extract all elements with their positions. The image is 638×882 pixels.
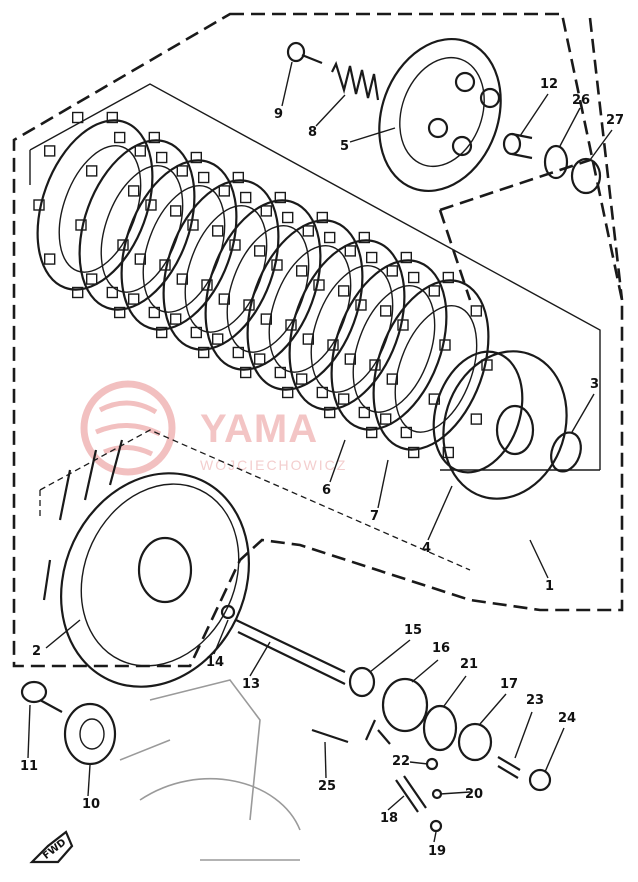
part-label-5: 5 [340,139,349,154]
leader-line [519,93,549,137]
drive-gear-bolt [20,680,63,713]
part-label-24: 24 [558,711,576,726]
part-label-4: 4 [422,541,431,556]
part-label-9: 9 [274,107,283,122]
part-label-21: 21 [460,657,478,672]
leader-line [27,704,31,759]
leader-line [377,459,389,509]
leader-line [433,831,437,843]
part-label-18: 18 [380,811,398,826]
part-label-12: 12 [540,77,558,92]
push-rod-and-washers [502,132,602,195]
leader-line [369,639,411,673]
leader-line [559,107,581,147]
leader-line [514,711,533,759]
part-label-1: 1 [545,579,554,594]
part-label-13: 13 [242,677,260,692]
clutch-plate [369,271,493,459]
part-label-11: 11 [20,759,38,774]
thrust-washer [550,431,582,473]
part-label-20: 20 [465,787,483,802]
part-label-27: 27 [606,113,624,128]
leader-line [281,61,293,107]
leader-line [349,127,396,143]
primary-driven-gear [42,439,250,688]
leader-line [544,727,565,773]
watermark: YAMA WOJCIECHOWICZ [80,380,347,476]
part-label-3: 3 [590,377,599,392]
leader-line [213,619,229,655]
crankshaft-outline [119,679,301,861]
leader-line [315,94,346,127]
plate-stack-outline [29,83,601,471]
leader-line [589,129,613,161]
part-label-16: 16 [432,641,450,656]
part-label-22: 22 [392,754,410,769]
leader-line [45,619,81,649]
part-label-25: 25 [318,779,336,794]
clutch-plate [327,251,451,439]
leader-line [529,539,549,579]
clutch-plate [33,111,157,299]
clutch-spring [331,61,380,101]
push-lever-assembly [311,666,552,833]
part-label-17: 17 [500,677,518,692]
clutch-boss [432,350,568,500]
part-labels: 1 2 3 4 5 6 7 8 9 10 11 12 13 14 15 16 1… [20,77,624,859]
clutch-plate-stack [33,111,493,459]
hub-dashed-box [39,429,471,571]
clutch-plate [117,151,241,339]
clutch-plate [201,191,325,379]
clutch-plate [75,131,199,319]
part-label-19: 19 [428,844,446,859]
part-label-10: 10 [82,797,100,812]
watermark-text: YAMA [200,407,318,451]
clutch-plate [243,211,367,399]
primary-drive-gear [63,702,117,766]
leader-line [387,795,405,811]
watermark-subtext: WOJCIECHOWICZ [200,457,347,473]
leader-line [249,641,271,677]
spring-bolt [286,41,323,65]
leader-line [411,659,439,683]
part-label-2: 2 [32,644,41,659]
leader-line [443,675,467,707]
part-label-7: 7 [370,509,379,524]
part-label-8: 8 [308,125,317,140]
leader-line [329,439,346,483]
leader-line [427,485,453,541]
leader-line [571,393,595,433]
push-rod-shaft [220,604,346,685]
outer-dashed-boundary [12,12,624,668]
part-label-6: 6 [322,483,331,498]
watermark-logo-icon [80,380,176,476]
part-label-15: 15 [404,623,422,638]
fwd-arrow-icon: FWD [29,830,74,864]
clutch-plate [159,171,283,359]
part-label-14: 14 [206,655,224,670]
leader-line [324,741,327,779]
clutch-plate [285,231,409,419]
leader-line [87,764,91,797]
leader-line [479,693,507,725]
leader-lines [27,61,613,843]
leader-line [409,761,429,765]
pressure-plate [378,37,502,193]
part-label-26: 26 [572,93,590,108]
leader-line [439,791,471,795]
part-label-23: 23 [526,693,544,708]
